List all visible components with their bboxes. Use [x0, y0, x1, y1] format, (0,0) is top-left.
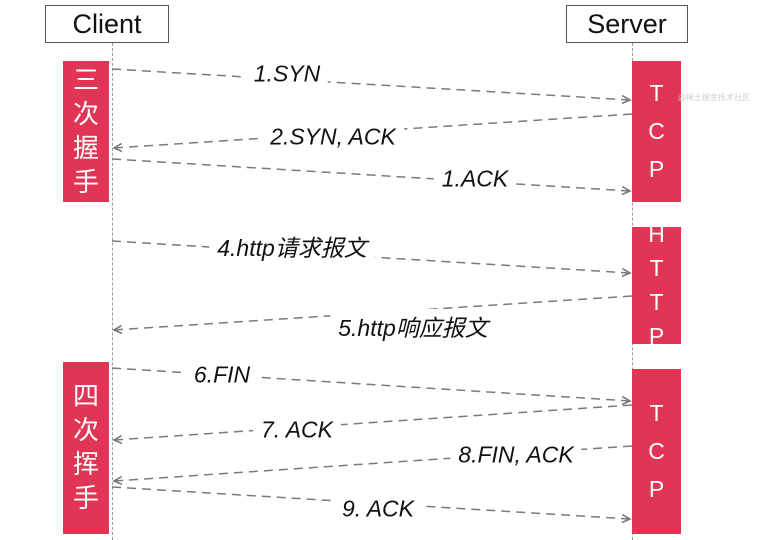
- four-way-wave-bar: 四 次 挥 手: [63, 362, 109, 534]
- bar-char: 次: [72, 416, 99, 446]
- tcp-bar-top: T C P: [632, 61, 681, 202]
- server-label: Server: [587, 8, 667, 39]
- message-label: 4.http请求报文: [209, 229, 375, 263]
- bar-char: P: [648, 323, 665, 349]
- bar-char: T: [649, 289, 664, 315]
- bar-char: C: [648, 118, 665, 144]
- message-label: 9. ACK: [333, 495, 423, 523]
- message-arrow: [111, 367, 630, 401]
- watermark: @稀土掘金技术社区: [678, 93, 750, 102]
- bar-char: 四: [72, 382, 99, 412]
- message-label: 2.SYN, ACK: [262, 123, 404, 151]
- message-label: 8.FIN, ACK: [450, 441, 582, 469]
- message-arrow: [111, 158, 630, 191]
- message-label: 6.FIN: [185, 361, 259, 389]
- server-actor: Server: [566, 5, 688, 43]
- bar-char: H: [648, 221, 665, 247]
- message-arrow: [111, 68, 630, 100]
- bar-char: C: [648, 438, 665, 464]
- bar-char: T: [649, 255, 664, 281]
- bar-char: 手: [72, 484, 99, 514]
- message-arrow: [114, 404, 633, 440]
- http-bar: H T T P: [632, 223, 681, 348]
- bar-char: P: [648, 476, 665, 502]
- message-label: 7. ACK: [252, 416, 342, 444]
- bar-char: T: [649, 400, 664, 426]
- three-way-handshake-bar: 三 次 握 手: [63, 61, 109, 202]
- bar-char: 握: [72, 133, 99, 164]
- bar-char: P: [648, 156, 665, 182]
- message-label: 1.SYN: [245, 60, 329, 88]
- client-actor: Client: [45, 5, 169, 43]
- client-lifeline: [112, 43, 113, 540]
- bar-char: 次: [72, 99, 99, 130]
- bar-char: 三: [72, 65, 99, 96]
- bar-char: 手: [72, 167, 99, 198]
- message-arrow: [114, 445, 633, 481]
- message-label: 1.ACK: [433, 165, 517, 193]
- bar-char: 挥: [72, 450, 99, 480]
- tcp-bar-bottom: T C P: [632, 369, 681, 534]
- bar-char: T: [649, 80, 664, 106]
- client-label: Client: [72, 8, 142, 39]
- message-label: 5.http响应报文: [330, 309, 496, 343]
